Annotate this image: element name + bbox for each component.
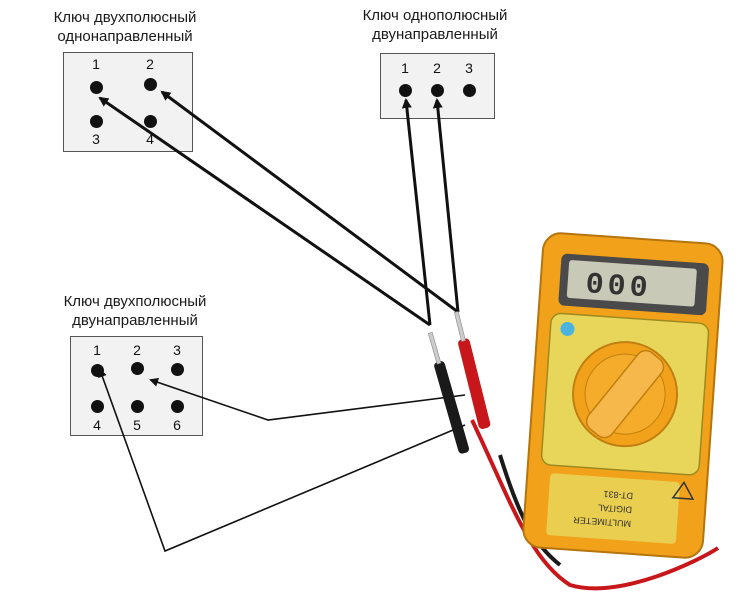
arrow-probe-to-switch2-pin2	[432, 98, 460, 313]
warning-icon	[671, 481, 695, 500]
multimeter-label-line1: DIGITAL	[597, 503, 632, 515]
switch-2-caption-line1: Ключ однополюсный	[362, 7, 508, 24]
leader-to-switch3-pin2	[149, 378, 466, 421]
switch-2-pin-1-contact	[399, 84, 412, 97]
leader-to-switch3-pin1	[98, 368, 466, 553]
switch-1-pin-3-contact	[90, 115, 103, 128]
switch-3-pin-label: 3	[173, 342, 181, 358]
multimeter: 000 DT-831 DIGITAL MULTIMETER	[522, 232, 724, 559]
switch-1-pin-2-contact	[144, 78, 157, 91]
switch-3-caption: Ключ двухполюсный двунаправленный	[30, 292, 240, 330]
switch-1-pin-4-contact	[144, 115, 157, 128]
switch-2-pin-label: 3	[465, 60, 473, 76]
arrow-probe-to-switch1-pin2	[160, 90, 459, 314]
red-probe-cable	[470, 419, 720, 591]
switch-3-pin-label: 4	[93, 417, 101, 433]
switch-3-pin-label: 2	[133, 342, 141, 358]
switch-3-pin-label: 5	[133, 417, 141, 433]
multimeter-label-line2: MULTIMETER	[572, 515, 631, 529]
red-probe	[453, 311, 491, 429]
switch-3-pin-6-contact	[171, 400, 184, 413]
switch-2-caption: Ключ однополюсный двунаправленный	[330, 6, 540, 44]
multimeter-display: 000	[584, 268, 652, 307]
arrow-probe-to-switch2-pin1	[401, 98, 432, 326]
switch-3-caption-line2: двунаправленный	[72, 312, 198, 329]
switch-2-pin-label: 1	[401, 60, 409, 76]
switch-3-pin-4-contact	[91, 400, 104, 413]
switch-1-pin-label: 1	[92, 56, 100, 72]
arrow-probe-to-switch1-pin1	[98, 96, 431, 327]
switch-1-caption: Ключ двухполюсный однонаправленный	[20, 8, 230, 46]
switch-1-pin-label: 3	[92, 131, 100, 147]
switch-3-caption-line1: Ключ двухполюсный	[63, 293, 207, 310]
black-probe	[427, 331, 470, 454]
switch-3-pin-2-contact	[131, 362, 144, 375]
multimeter-model: DT-831	[603, 489, 633, 501]
switch-1-pin-label: 2	[146, 56, 154, 72]
switch-3-pin-label: 6	[173, 417, 181, 433]
switch-2-pin-2-contact	[431, 84, 444, 97]
switch-1-caption-line1: Ключ двухполюсный	[53, 9, 197, 26]
switch-3-pin-label: 1	[93, 342, 101, 358]
switch-3-pin-5-contact	[131, 400, 144, 413]
switch-2-pin-label: 2	[433, 60, 441, 76]
switch-1-box: 1 2 3 4	[63, 52, 193, 152]
switch-2-pin-3-contact	[463, 84, 476, 97]
switch-1-caption-line2: однонаправленный	[57, 28, 193, 45]
switch-1-pin-1-contact	[90, 81, 103, 94]
switch-3-box: 1 2 3 4 5 6	[70, 336, 203, 436]
switch-3-pin-3-contact	[171, 363, 184, 376]
switch-2-caption-line2: двунаправленный	[372, 26, 498, 43]
switch-1-pin-label: 4	[146, 131, 154, 147]
